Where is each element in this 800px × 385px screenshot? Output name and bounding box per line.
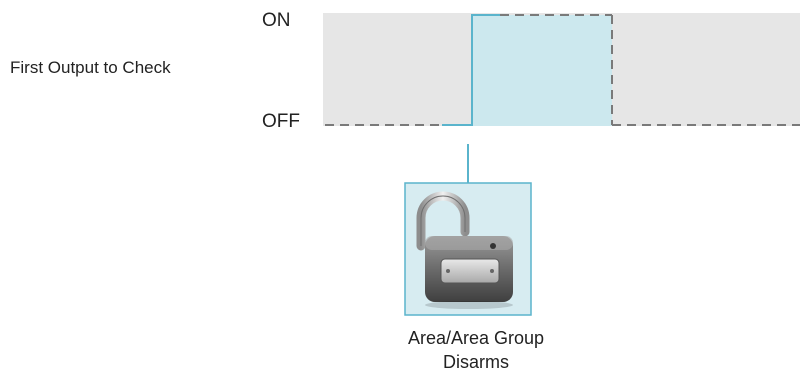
on-level-label: ON (262, 10, 291, 31)
padlock-unlocked-icon (416, 191, 513, 309)
trigger-caption-line1: Area/Area Group (407, 328, 545, 348)
signal-waveform (442, 14, 500, 126)
trigger-caption-line2: Disarms (443, 352, 509, 372)
trigger-caption: Area/Area Group Disarms (320, 326, 632, 374)
off-level-label: OFF (262, 111, 300, 132)
active-region (472, 15, 612, 126)
row-label: First Output to Check (10, 58, 171, 77)
